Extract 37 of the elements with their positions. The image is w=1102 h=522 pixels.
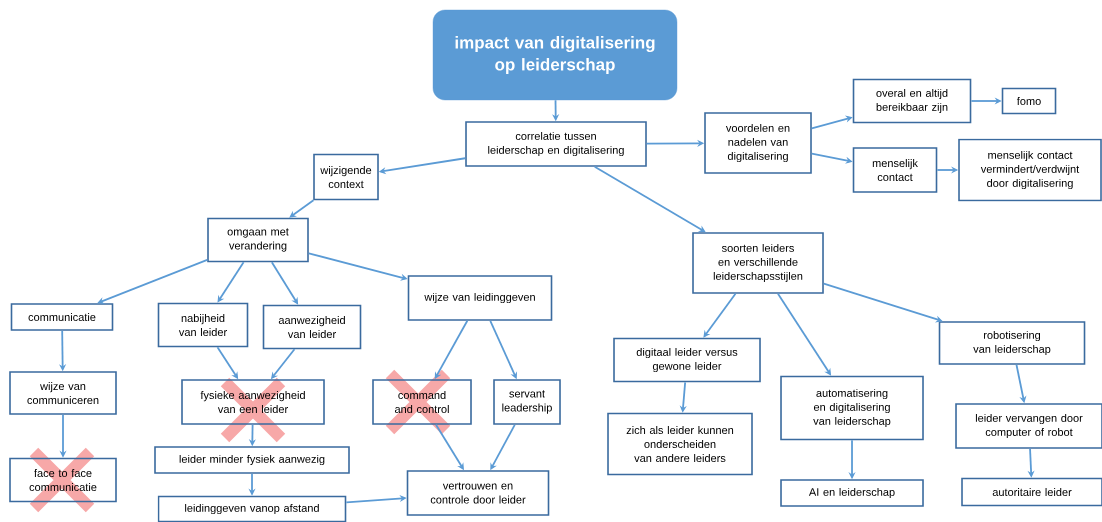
title-box: impact van digitalisering op leiderschap <box>432 9 678 101</box>
process-box: omgaan met verandering <box>207 217 309 263</box>
arrow <box>97 259 209 304</box>
arrow <box>703 292 737 338</box>
process-box: fomo <box>1001 87 1057 115</box>
arrow <box>270 261 299 305</box>
process-box: wijze van communiceren <box>9 371 117 415</box>
process-box: robotisering van leiderschap <box>938 321 1086 365</box>
process-box: leider minder fysiek aanwezig <box>154 446 350 474</box>
process-box: nabijheid van leider <box>157 302 249 348</box>
process-box: digitaal leider versus gewone leider <box>613 337 761 383</box>
process-box: wijze van leidinggeven <box>407 275 553 321</box>
process-box: zich als leider kunnen onderscheiden van andere leiders <box>607 412 753 476</box>
process-box: servant leadership <box>493 379 561 425</box>
process-box: correlatie tussen leiderschap en digitalisering <box>465 121 647 167</box>
arrow <box>289 199 315 218</box>
process-box: leidinggeven vanop afstand <box>157 495 347 522</box>
arrow <box>810 115 853 130</box>
process-box: autoritaire leider <box>961 477 1102 507</box>
process-box: wijzigende context <box>313 153 379 201</box>
process-box: aanwezigheid van leider <box>262 304 362 350</box>
arrow <box>593 165 706 233</box>
process-box: soorten leiders en verschillende leiderschapsstijlen <box>692 232 824 294</box>
process-box: command and control <box>372 379 472 425</box>
arrow <box>217 261 245 303</box>
process-box: menselijk contact vermindert/verdwijnt door digitalisering <box>958 138 1102 202</box>
process-box: fysieke aanwezigheid van een leider <box>181 379 325 425</box>
process-box: automatisering en digitalisering van leiderschap <box>780 375 924 441</box>
process-box: overal en altijd bereikbaar zijn <box>852 78 972 124</box>
process-box: communicatie <box>10 303 114 331</box>
process-box: face to face communicatie <box>9 457 117 503</box>
process-box: vertrouwen en controle door leider <box>406 470 550 516</box>
process-box: voordelen en nadelen van digitalisering <box>704 112 812 174</box>
process-box: menselijk contact <box>852 147 938 193</box>
process-box: leider vervangen door computer of robot <box>955 403 1102 449</box>
process-box: AI en leiderschap <box>780 479 924 507</box>
arrow <box>822 282 943 323</box>
